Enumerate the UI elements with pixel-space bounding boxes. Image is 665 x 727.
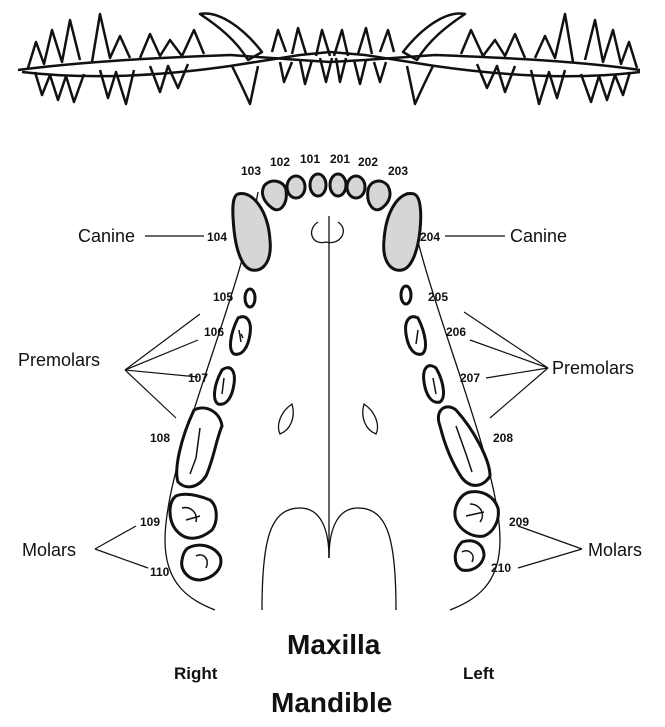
tooth-210 [455, 541, 484, 571]
tooth-101 [310, 174, 326, 196]
tooth-110 [182, 545, 221, 580]
molars-label-left: Molars [588, 540, 642, 560]
tooth-109 [170, 494, 216, 538]
tooth-205 [401, 286, 411, 304]
label-109: 109 [140, 515, 160, 529]
label-105: 105 [213, 290, 233, 304]
tooth-206 [406, 317, 426, 355]
tooth-202 [347, 176, 365, 198]
label-101: 101 [300, 152, 320, 166]
tooth-108 [177, 408, 222, 487]
label-107: 107 [188, 371, 208, 385]
canine-label-right: Canine [78, 226, 135, 246]
mandible-title: Mandible [271, 687, 392, 719]
label-209: 209 [509, 515, 529, 529]
left-side-label: Left [463, 664, 494, 684]
label-108: 108 [150, 431, 170, 445]
label-203: 203 [388, 164, 408, 178]
molars-label-right: Molars [22, 540, 76, 560]
group-labels: Canine Canine Premolars Premolars Molars… [18, 226, 642, 560]
label-102: 102 [270, 155, 290, 169]
tooth-201 [330, 174, 346, 196]
tooth-103 [262, 181, 286, 210]
tooth-204 [384, 193, 421, 270]
label-106: 106 [204, 325, 224, 339]
tooth-details [182, 330, 484, 568]
label-206: 206 [446, 325, 466, 339]
tooth-105 [245, 289, 255, 307]
premolars-label-left: Premolars [552, 358, 634, 378]
tooth-102 [287, 176, 305, 198]
label-204: 204 [420, 230, 440, 244]
label-110: 110 [150, 565, 170, 579]
lateral-dentition-view [18, 13, 640, 104]
tooth-203 [368, 181, 390, 210]
label-210: 210 [491, 561, 511, 575]
label-201: 201 [330, 152, 350, 166]
maxilla-title: Maxilla [287, 629, 380, 661]
tooth-107 [215, 368, 235, 405]
tooth-208 [438, 407, 490, 486]
canine-label-left: Canine [510, 226, 567, 246]
label-205: 205 [428, 290, 448, 304]
label-208: 208 [493, 431, 513, 445]
right-side-label: Right [174, 664, 217, 684]
tooth-104 [233, 193, 271, 270]
label-207: 207 [460, 371, 480, 385]
label-104: 104 [207, 230, 227, 244]
label-202: 202 [358, 155, 378, 169]
label-103: 103 [241, 164, 261, 178]
premolars-label-right: Premolars [18, 350, 100, 370]
